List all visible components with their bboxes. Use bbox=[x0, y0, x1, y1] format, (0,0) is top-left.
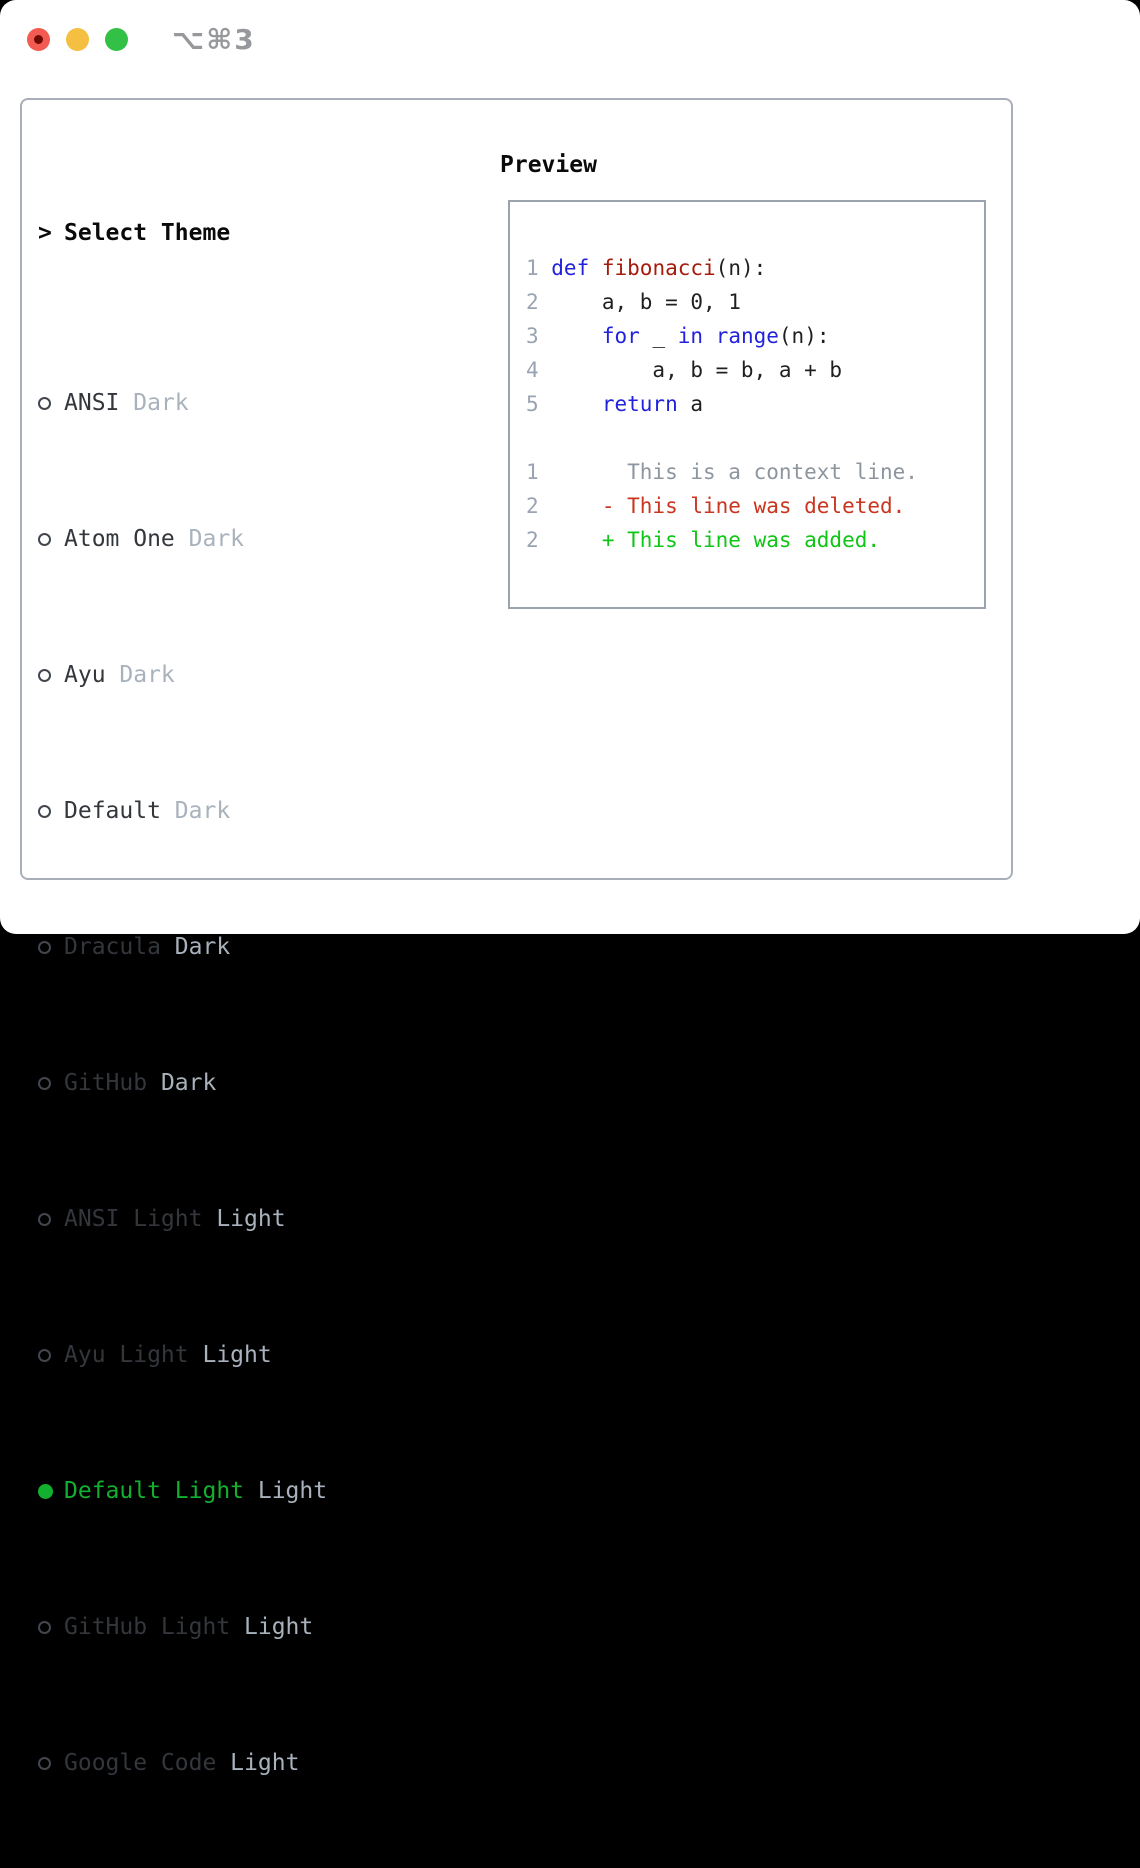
radio-icon bbox=[38, 804, 51, 818]
option-label: ANSI Light bbox=[64, 1206, 203, 1232]
option-variant-label: Light bbox=[244, 1478, 328, 1504]
option-variant-label: Light bbox=[230, 1614, 314, 1640]
app-window: ⌥⌘3 > Select Theme ANSI Dark Atom One Da… bbox=[0, 0, 1140, 1776]
code-segment bbox=[703, 324, 716, 348]
option-variant-label: Light bbox=[188, 1342, 272, 1368]
code-segment bbox=[551, 392, 602, 416]
code-line: 3 for _ in range(n): bbox=[526, 319, 984, 353]
titlebar: ⌥⌘3 bbox=[0, 0, 1140, 78]
code-line: 4 a, b = b, a + b bbox=[526, 353, 984, 387]
close-button[interactable] bbox=[27, 27, 50, 51]
code-line: 2 - This line was deleted. bbox=[526, 489, 984, 523]
line-number: 5 bbox=[526, 392, 539, 416]
option-label: Default bbox=[64, 798, 161, 824]
code-segment: - This line was deleted. bbox=[601, 494, 906, 518]
radio-icon bbox=[38, 1076, 51, 1090]
code-segment: This is a context line. bbox=[551, 460, 918, 484]
option-label: Dracula bbox=[64, 934, 161, 960]
fullscreen-button[interactable] bbox=[105, 27, 128, 51]
radio-icon bbox=[38, 1483, 53, 1499]
minimize-button[interactable] bbox=[66, 27, 89, 51]
code-segment bbox=[551, 494, 602, 518]
prompt-caret-icon: > bbox=[38, 220, 52, 246]
option-label: Ayu bbox=[64, 662, 106, 688]
option-label: GitHub Light bbox=[64, 1614, 231, 1640]
theme-option[interactable]: Default Light Light bbox=[38, 1474, 478, 1508]
close-button-inner-dot bbox=[34, 34, 43, 44]
radio-icon bbox=[38, 532, 51, 546]
theme-options-list: ANSI Dark Atom One Dark Ayu Dark Default… bbox=[38, 318, 478, 1868]
line-number: 3 bbox=[526, 324, 539, 348]
line-number: 2 bbox=[526, 290, 539, 314]
select-theme-header-row: > Select Theme bbox=[38, 216, 478, 250]
option-variant-label: Dark bbox=[160, 934, 231, 960]
select-theme-title: Select Theme bbox=[64, 220, 231, 246]
code-segment: in bbox=[677, 324, 704, 348]
radio-icon bbox=[38, 940, 51, 954]
code-segment bbox=[589, 256, 602, 280]
option-variant-label: Dark bbox=[147, 1070, 217, 1096]
option-variant-label: Dark bbox=[119, 390, 189, 416]
option-label: Default Light bbox=[64, 1478, 245, 1504]
code-segment: return bbox=[601, 392, 678, 416]
theme-option[interactable]: Ayu Dark bbox=[38, 658, 478, 692]
line-number: 2 bbox=[526, 528, 539, 552]
code-line bbox=[526, 421, 984, 455]
theme-option[interactable]: ANSI Light Light bbox=[38, 1202, 478, 1236]
code-segment: + This line was added. bbox=[601, 528, 881, 552]
theme-option[interactable]: Atom One Dark bbox=[38, 522, 478, 556]
option-label: ANSI bbox=[64, 390, 120, 416]
code-segment bbox=[551, 528, 602, 552]
radio-icon bbox=[38, 668, 51, 682]
theme-option[interactable]: Default Dark bbox=[38, 794, 478, 828]
option-label: Google Code bbox=[64, 1750, 217, 1776]
theme-option[interactable]: Dracula Dark bbox=[38, 930, 478, 964]
theme-option[interactable]: ANSI Dark bbox=[38, 386, 478, 420]
line-number: 4 bbox=[526, 358, 539, 382]
code-segment: range bbox=[715, 324, 779, 348]
option-label: Ayu Light bbox=[64, 1342, 189, 1368]
option-label: Atom One bbox=[64, 526, 175, 552]
theme-option[interactable]: GitHub Light Light bbox=[38, 1610, 478, 1644]
window-title: ⌥⌘3 bbox=[172, 22, 256, 56]
option-variant-label: Dark bbox=[174, 526, 245, 552]
code-segment: a bbox=[677, 392, 704, 416]
code-segment: fibonacci bbox=[601, 256, 716, 280]
theme-option[interactable]: GitHub Dark bbox=[38, 1066, 478, 1100]
option-label: GitHub bbox=[64, 1070, 148, 1096]
radio-icon bbox=[38, 396, 51, 410]
code-segment bbox=[551, 324, 602, 348]
radio-icon bbox=[38, 1620, 51, 1634]
code-segment: a, b = 0, 1 bbox=[551, 290, 741, 314]
option-variant-label: Light bbox=[202, 1206, 286, 1232]
preview-title: Preview bbox=[500, 152, 597, 178]
code-segment: (n): bbox=[715, 256, 767, 280]
theme-picker-column: > Select Theme ANSI Dark Atom One Dark A… bbox=[38, 148, 478, 1868]
theme-picker-panel: > Select Theme ANSI Dark Atom One Dark A… bbox=[20, 98, 1013, 1776]
radio-icon bbox=[38, 1212, 51, 1226]
option-variant-label: Light bbox=[216, 1750, 300, 1776]
code-line: 1 This is a context line. bbox=[526, 455, 984, 489]
code-segment: (n): bbox=[778, 324, 830, 348]
line-number: 1 bbox=[526, 256, 539, 280]
code-segment: def bbox=[551, 256, 590, 280]
option-variant-label: Dark bbox=[105, 662, 175, 688]
theme-option[interactable]: Ayu Light Light bbox=[38, 1338, 478, 1372]
line-number: 2 bbox=[526, 494, 539, 518]
code-line: 5 return a bbox=[526, 387, 984, 421]
code-segment: for bbox=[601, 324, 640, 348]
radio-icon bbox=[38, 1756, 51, 1770]
option-variant-label: Dark bbox=[160, 798, 231, 824]
code-line: 1 def fibonacci(n): bbox=[526, 251, 984, 285]
radio-icon bbox=[38, 1348, 51, 1362]
code-segment: a, b = b, a + b bbox=[551, 358, 843, 382]
line-number: 1 bbox=[526, 460, 539, 484]
code-line: 2 + This line was added. bbox=[526, 523, 984, 557]
code-line: 2 a, b = 0, 1 bbox=[526, 285, 984, 319]
code-segment: _ bbox=[639, 324, 678, 348]
theme-option[interactable]: Google Code Light bbox=[38, 1746, 478, 1780]
